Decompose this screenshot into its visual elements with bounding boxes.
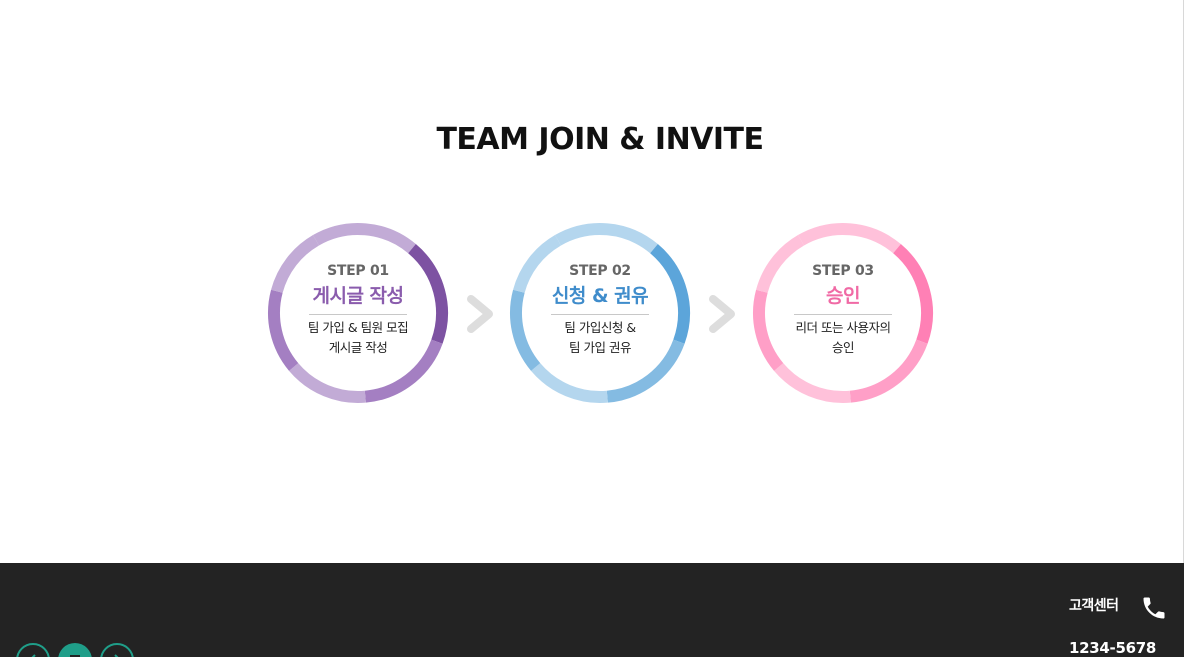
step-number: STEP 03	[812, 262, 874, 279]
step-title: 게시글 작성	[312, 284, 404, 307]
step-divider	[551, 313, 649, 315]
step-divider	[309, 313, 407, 315]
step-description: 리더 또는 사용자의 승인	[796, 318, 891, 358]
ring-segment	[408, 244, 448, 344]
ring-segment	[513, 235, 562, 294]
phone-icon[interactable]	[1140, 594, 1168, 622]
chevron-right-icon	[467, 295, 493, 333]
menu-icon	[70, 655, 80, 657]
next-button[interactable]	[100, 643, 134, 657]
customer-center-number[interactable]: 1234-5678	[1069, 639, 1157, 657]
ring-segment	[289, 363, 366, 403]
step-divider	[794, 313, 892, 315]
ring-segment	[268, 289, 299, 371]
menu-button[interactable]	[58, 643, 92, 657]
step-3: STEP 03 승인 리더 또는 사용자의 승인	[752, 222, 934, 404]
step-number: STEP 02	[569, 262, 631, 279]
ring-segment	[606, 339, 685, 403]
ring-segment	[650, 244, 690, 344]
step-title: 신청 & 권유	[551, 284, 649, 307]
steps-section: STEP 01 게시글 작성 팀 가입 & 팀원 모집 게시글 작성 STEP …	[0, 222, 1184, 407]
ring-segment	[364, 339, 443, 403]
step-1-ring	[268, 223, 448, 403]
step-description-line: 게시글 작성	[328, 339, 388, 355]
prev-button[interactable]	[16, 643, 50, 657]
ring-segment	[555, 223, 658, 254]
ring-segment	[774, 363, 851, 403]
ring-segment	[849, 339, 928, 403]
ring-segment	[893, 244, 933, 344]
customer-center-label: 고객센터	[1069, 598, 1119, 614]
step-3-ring	[753, 223, 933, 403]
chevron-left-icon	[31, 654, 36, 657]
ring-segment	[798, 223, 901, 254]
step-description-line: 팀 가입신청 &	[564, 319, 636, 335]
step-2-ring	[510, 223, 690, 403]
step-title: 승인	[826, 284, 860, 307]
footer: 고객센터 1234-5678	[0, 563, 1184, 657]
chevron-right-icon	[114, 654, 119, 657]
step-description: 팀 가입신청 & 팀 가입 권유	[564, 318, 636, 358]
step-description-line: 팀 가입 권유	[569, 339, 631, 355]
ring-segment	[753, 289, 784, 371]
step-2: STEP 02 신청 & 권유 팀 가입신청 & 팀 가입 권유	[509, 222, 691, 404]
step-description: 팀 가입 & 팀원 모집 게시글 작성	[307, 318, 409, 358]
ring-segment	[510, 289, 541, 371]
step-description-line: 리더 또는 사용자의	[795, 319, 891, 335]
chevron-right-icon	[709, 295, 735, 333]
step-number: STEP 01	[327, 262, 389, 279]
ring-segment	[756, 235, 805, 294]
ring-segment	[531, 363, 608, 403]
step-description-line: 승인	[831, 339, 855, 355]
page-title: TEAM JOIN & INVITE	[436, 122, 764, 157]
step-description-line: 팀 가입 & 팀원 모집	[307, 319, 409, 335]
ring-segment	[271, 235, 320, 294]
step-1: STEP 01 게시글 작성 팀 가입 & 팀원 모집 게시글 작성	[267, 222, 449, 404]
ring-segment	[313, 223, 416, 254]
